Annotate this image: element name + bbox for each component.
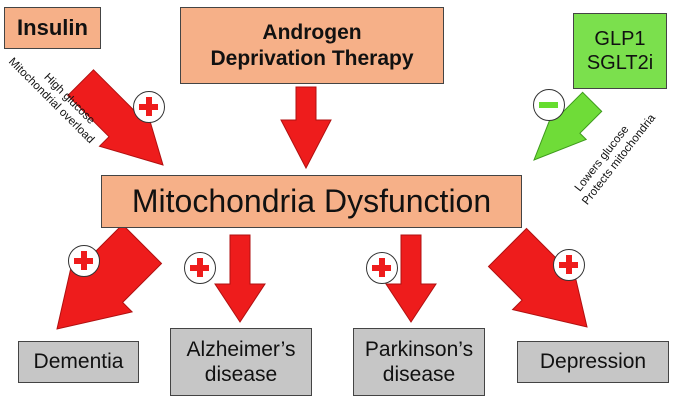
minus-sign-icon-glp1	[533, 89, 565, 121]
arrow-adt-to-mito	[280, 86, 332, 170]
plus-sign-icon-depression	[553, 249, 585, 281]
node-depression-label: Depression	[539, 350, 647, 373]
node-dementia: Dementia	[18, 341, 139, 383]
node-parkinsons-disease: Parkinson’s disease	[353, 328, 485, 396]
plus-sign-icon-insulin	[133, 91, 165, 123]
node-glp1-label: GLP1 SGLT2i	[586, 28, 654, 74]
node-alzheimers-disease: Alzheimer’s disease	[170, 328, 312, 396]
node-androgen-deprivation-therapy: Androgen Deprivation Therapy	[180, 7, 444, 84]
node-mito-label: Mitochondria Dysfunction	[131, 183, 492, 219]
plus-sign-icon-parkinsons	[366, 252, 398, 284]
node-insulin-label: Insulin	[17, 15, 88, 40]
node-depression: Depression	[517, 341, 669, 383]
node-dementia-label: Dementia	[33, 350, 124, 373]
arrow-mito-to-alzheimers	[214, 234, 266, 323]
node-glp1-sglt2i: GLP1 SGLT2i	[573, 13, 667, 89]
plus-sign-icon-dementia	[68, 245, 100, 277]
node-alzheimers-label: Alzheimer’s disease	[186, 337, 296, 386]
node-parkinsons-label: Parkinson’s disease	[364, 337, 474, 386]
node-insulin: Insulin	[4, 7, 101, 49]
node-adt-label: Androgen Deprivation Therapy	[210, 21, 414, 70]
plus-sign-icon-alzheimers	[184, 252, 216, 284]
arrow-mito-to-parkinsons	[385, 234, 437, 323]
node-mitochondria-dysfunction: Mitochondria Dysfunction	[101, 175, 522, 228]
arrow-mito-to-dementia	[56, 223, 163, 330]
